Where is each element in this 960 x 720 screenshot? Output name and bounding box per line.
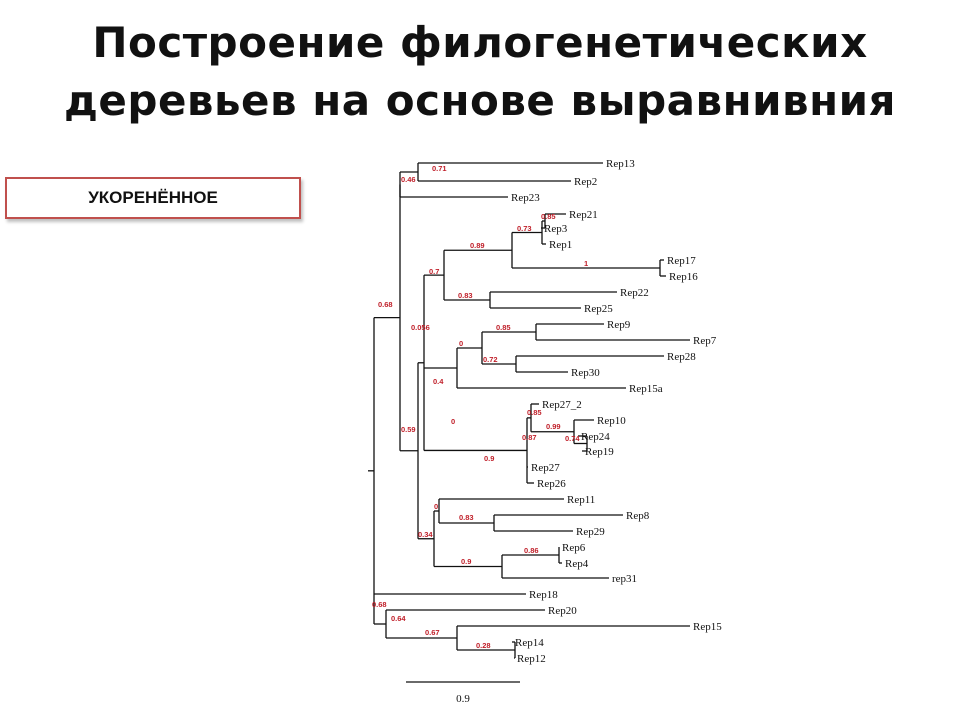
slide-title-line-2: деревьев на основе выравнивния bbox=[63, 76, 897, 125]
tree-support-value: 0.46 bbox=[401, 175, 416, 184]
tree-support-value: 0.99 bbox=[546, 422, 561, 431]
tree-support-value: 0.71 bbox=[432, 164, 447, 173]
tree-support-value: 0.87 bbox=[522, 433, 537, 442]
tree-support-value: 0 bbox=[451, 417, 455, 426]
tree-support-value: 0.89 bbox=[470, 241, 485, 250]
tree-leaf-label: Rep26 bbox=[537, 478, 566, 490]
tree-support-value: 0.74 bbox=[565, 434, 580, 443]
tree-leaf-label: Rep22 bbox=[620, 287, 649, 299]
scale-bar: 0.9 bbox=[406, 681, 520, 705]
tree-support-value: 0.59 bbox=[401, 425, 416, 434]
tree-support-value: 0.68 bbox=[378, 300, 393, 309]
tree-leaf-label: Rep21 bbox=[569, 209, 598, 221]
tree-support-value: 0.9 bbox=[461, 557, 471, 566]
tree-support-value: 0.86 bbox=[524, 546, 539, 555]
tree-leaf-label: Rep12 bbox=[517, 653, 546, 665]
tree-leaf-label: Rep4 bbox=[565, 558, 589, 570]
tree-leaf-label: Rep29 bbox=[576, 526, 605, 538]
tree-leaf-label: Rep28 bbox=[667, 351, 696, 363]
tree-support-value: 0.056 bbox=[411, 323, 430, 332]
tree-support-value: 0 bbox=[459, 339, 463, 348]
tree-leaf-label: Rep8 bbox=[626, 510, 650, 522]
tree-leaf-label: Rep20 bbox=[548, 605, 577, 617]
tree-support-value: 0.85 bbox=[541, 212, 556, 221]
tree-support-value: 0.83 bbox=[459, 513, 474, 522]
tree-support-value: 0.72 bbox=[483, 355, 498, 364]
tree-support-value: 0.73 bbox=[517, 224, 532, 233]
tree-branches bbox=[368, 162, 690, 659]
tree-leaf-label: Rep6 bbox=[562, 542, 586, 554]
tree-support-value: 0 bbox=[434, 502, 438, 511]
tree-leaf-label: Rep27_2 bbox=[542, 399, 582, 411]
tree-support-value: 0.83 bbox=[458, 291, 473, 300]
tree-leaf-label: Rep27 bbox=[531, 462, 560, 474]
tree-leaf-label: rep31 bbox=[612, 573, 637, 585]
scale-bar-label: 0.9 bbox=[456, 693, 470, 705]
tree-support-value: 0.64 bbox=[391, 614, 406, 623]
tree-support-value: 0.67 bbox=[425, 628, 440, 637]
tree-leaf-label: Rep24 bbox=[581, 431, 610, 443]
tree-support-value: 0.9 bbox=[484, 454, 494, 463]
tree-support-value: 0.85 bbox=[496, 323, 511, 332]
tree-leaf-label: Rep18 bbox=[529, 589, 558, 601]
tree-leaf-label: Rep13 bbox=[606, 158, 635, 170]
tree-leaf-label: Rep3 bbox=[544, 223, 568, 235]
tree-leaf-label: Rep2 bbox=[574, 176, 597, 188]
tree-leaf-label: Rep11 bbox=[567, 494, 595, 506]
tree-type-label: УКОРЕНЁННОЕ bbox=[5, 177, 301, 219]
tree-leaf-label: Rep1 bbox=[549, 239, 572, 251]
tree-leaf-label: Rep25 bbox=[584, 303, 613, 315]
tree-leaf-label: Rep17 bbox=[667, 255, 696, 267]
tree-leaf-label: Rep7 bbox=[693, 335, 717, 347]
tree-support-value: 0.28 bbox=[476, 641, 491, 650]
tree-leaf-label: Rep9 bbox=[607, 319, 631, 331]
tree-support-value: 0.7 bbox=[429, 267, 439, 276]
tree-leaf-labels: Rep13Rep2Rep23Rep21Rep3Rep1Rep17Rep16Rep… bbox=[511, 158, 722, 665]
tree-leaf-label: Rep19 bbox=[585, 446, 614, 458]
tree-support-value: 0.85 bbox=[527, 408, 542, 417]
tree-leaf-label: Rep23 bbox=[511, 192, 540, 204]
tree-support-value: 0.34 bbox=[418, 530, 433, 539]
tree-support-value: 0.4 bbox=[433, 377, 444, 386]
slide-title: Построение филогенетических деревьев на … bbox=[0, 14, 960, 130]
tree-leaf-label: Rep10 bbox=[597, 415, 626, 427]
tree-type-label-text: УКОРЕНЁННОЕ bbox=[88, 188, 218, 207]
tree-leaf-label: Rep30 bbox=[571, 367, 600, 379]
tree-leaf-label: Rep14 bbox=[515, 637, 544, 649]
tree-support-labels: 0.71 0.46 0.85 0.73 0.89 1 0.7 0.83 0.056 0.85 0 0.… bbox=[372, 164, 588, 650]
tree-leaf-label: Rep15a bbox=[629, 383, 663, 395]
tree-leaf-label: Rep15 bbox=[693, 621, 722, 633]
tree-support-value: 0.68 bbox=[372, 600, 387, 609]
tree-leaf-label: Rep16 bbox=[669, 271, 698, 283]
tree-support-value: 1 bbox=[584, 259, 588, 268]
slide-title-line-1: Построение филогенетических bbox=[92, 18, 868, 67]
